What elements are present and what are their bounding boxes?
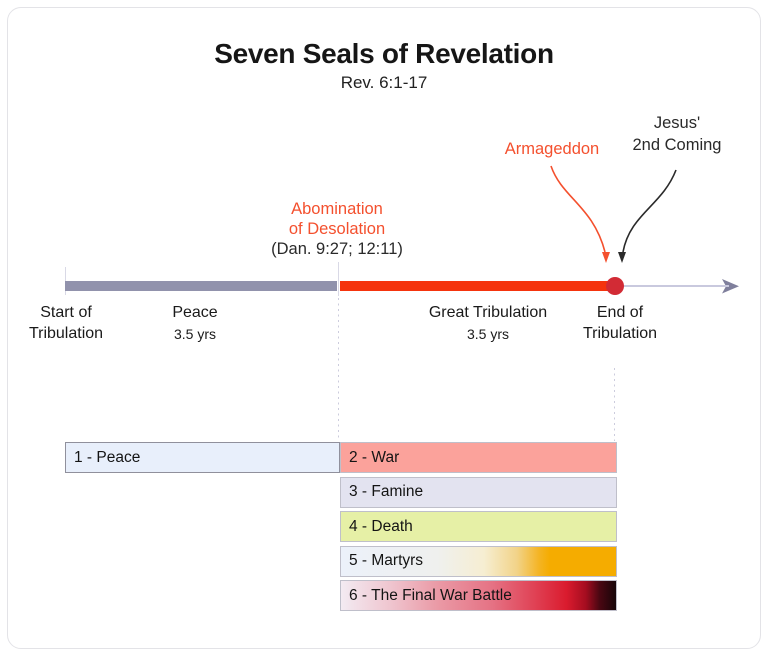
end-label: End of Tribulation (583, 302, 657, 344)
page-title: Seven Seals of Revelation (214, 38, 554, 69)
seal-bar-4-label: 4 - Death (349, 517, 413, 535)
abomination-annotation: Abomination of Desolation (Dan. 9:27; 12… (227, 199, 447, 259)
peace-label-duration: 3.5 yrs (173, 326, 216, 342)
start-label-line1: Start of (40, 304, 92, 321)
second-coming-line1: Jesus' (653, 114, 701, 132)
seal-bar-5: 5 - Martyrs (340, 545, 617, 577)
seal-bar-3-label: 3 - Famine (349, 483, 424, 500)
seal-bar-6: 6 - The Final War Battle (340, 580, 617, 611)
second-coming-label: Jesus' 2nd Coming (633, 112, 722, 156)
seal-bar-4: 4 - Death (340, 511, 617, 542)
card-border (7, 7, 761, 649)
start-label: Start of Tribulation (29, 302, 103, 344)
seal-bar-6-label: 6 - The Final War Battle (349, 586, 512, 604)
timeline-tail-line (615, 285, 729, 287)
page-subtitle: Rev. 6:1-17 (340, 73, 428, 92)
seal-bar-3: 3 - Famine (340, 476, 617, 508)
peace-label-name: Peace (172, 304, 218, 321)
great-tribulation-duration: 3.5 yrs (466, 326, 509, 342)
great-tribulation-label: Great Tribulation 3.5 yrs (429, 302, 547, 345)
abomination-line2: of Desolation (288, 220, 386, 238)
armageddon-label: Armageddon (504, 140, 600, 158)
timeline-tribulation-segment (340, 281, 608, 291)
abomination-dropline (337, 298, 339, 441)
abomination-line1: Abomination (291, 200, 383, 218)
end-label-line1: End of (596, 304, 644, 321)
seal-bar-2-label: 2 - War (349, 448, 400, 466)
end-dropline (613, 368, 615, 441)
timeline-peace-segment (65, 281, 337, 291)
timeline-end-dot (606, 277, 624, 295)
seal-bar-1: 1 - Peace (65, 442, 340, 473)
seal-bar-1-label: 1 - Peace (74, 448, 141, 466)
end-label-line2: Tribulation (582, 325, 658, 342)
seal-bar-5-label: 5 - Martyrs (349, 552, 424, 569)
seal-bar-2: 2 - War (340, 442, 617, 473)
great-tribulation-name: Great Tribulation (428, 304, 548, 321)
second-coming-line2: 2nd Coming (632, 136, 722, 154)
start-label-line2: Tribulation (28, 325, 104, 342)
abomination-reference: (Dan. 9:27; 12:11) (271, 240, 403, 258)
timeline-midpoint-tick (337, 262, 339, 296)
peace-label: Peace 3.5 yrs (172, 302, 217, 345)
